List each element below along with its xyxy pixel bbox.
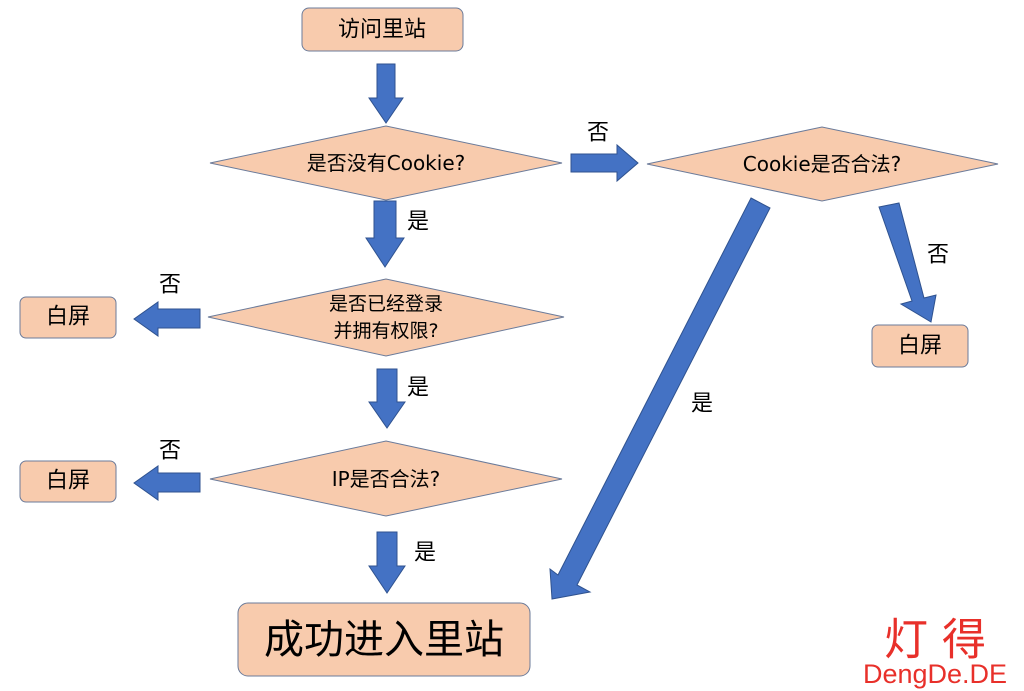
edge-label-login-yes: 是: [407, 376, 429, 401]
edge-label-cookie-valid-yes: 是: [691, 392, 713, 417]
edge-label-ip-no: 否: [159, 439, 181, 464]
decision-ip-valid: [209, 440, 563, 517]
decision-no-cookie-label: 是否没有Cookie?: [307, 151, 466, 175]
white-screen-node-ip: [19, 460, 117, 503]
arrow-cookie-valid-to-success: [549, 197, 771, 600]
white-screen-node-login: [19, 296, 117, 339]
arrow-ip-check-to-success: [368, 531, 406, 594]
decision-logged-in: [207, 278, 565, 357]
arrow-login-check-to-ip-check: [368, 368, 406, 429]
arrow-cookie-valid-to-white-screen: [878, 202, 937, 323]
white-screen-node-cookie-label: 白屏: [898, 334, 942, 359]
white-screen-node-cookie: [871, 324, 969, 368]
decision-ip-valid-label: IP是否合法?: [332, 467, 441, 491]
start-node: [301, 7, 464, 52]
arrow-login-check-to-white-screen: [133, 301, 201, 337]
edge-label-ip-yes: 是: [414, 541, 436, 566]
decision-no-cookie: [209, 125, 563, 201]
edge-label-login-no: 否: [159, 273, 181, 298]
success-node: [237, 602, 531, 677]
arrow-ip-check-to-white-screen: [133, 465, 201, 501]
success-node-label: 成功进入里站: [264, 617, 504, 663]
white-screen-node-login-label: 白屏: [46, 305, 90, 330]
edge-label-no-cookie-yes: 是: [407, 210, 429, 235]
edge-label-no-cookie-no: 否: [587, 121, 609, 146]
watermark-chinese: 灯 得: [884, 615, 986, 666]
decision-cookie-valid: [646, 126, 999, 202]
start-node-label: 访问里站: [338, 18, 426, 43]
decision-cookie-valid-label: Cookie是否合法?: [743, 152, 902, 176]
arrow-cookie-check-to-login-check: [365, 200, 405, 268]
white-screen-node-ip-label: 白屏: [46, 469, 90, 494]
decision-logged-in-label-line2: 并拥有权限?: [333, 320, 438, 342]
arrow-cookie-check-to-cookie-valid: [570, 143, 639, 183]
decision-logged-in-label-line1: 是否已经登录: [329, 293, 443, 315]
edge-label-cookie-valid-no: 否: [927, 243, 949, 268]
watermark-domain: DengDe.DE: [863, 659, 1007, 689]
arrow-start-to-cookie-check: [368, 63, 404, 124]
